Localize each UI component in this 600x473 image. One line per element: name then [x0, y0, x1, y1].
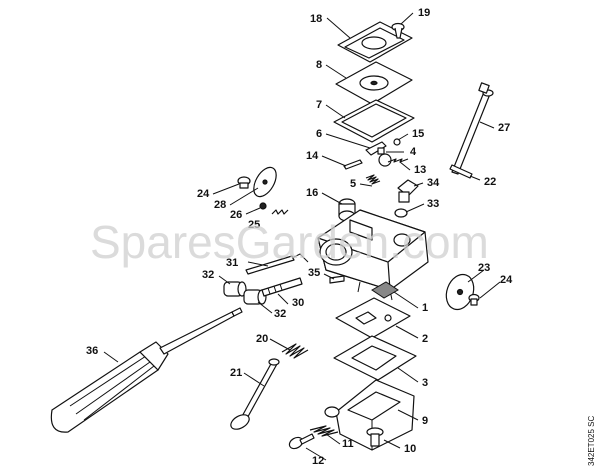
part-spring-25 — [271, 209, 289, 215]
part-screw-24b — [468, 293, 480, 306]
callout-12: 12 — [312, 455, 324, 467]
callout-9: 9 — [422, 415, 428, 427]
drawing-code: 342ET025 SC — [587, 416, 596, 466]
callout-14: 14 — [306, 150, 319, 162]
part-cover-23 — [445, 273, 475, 311]
part-screwdriver-36 — [50, 307, 243, 433]
part-spring-11 — [309, 425, 339, 437]
part-spring-13 — [387, 158, 409, 163]
callout-10: 10 — [404, 443, 416, 455]
callout-16: 16 — [306, 187, 318, 199]
callout-8: 8 — [316, 59, 322, 71]
callout-2: 2 — [422, 333, 428, 345]
callout-4: 4 — [410, 146, 417, 158]
callout-1: 1 — [422, 302, 428, 314]
carburetor-body — [317, 209, 429, 301]
callout-34: 34 — [427, 177, 440, 189]
callout-3: 3 — [422, 377, 428, 389]
part-plate-28 — [253, 166, 277, 198]
part-pump-9 — [324, 379, 415, 451]
part-screen-1 — [371, 281, 399, 299]
callout-11: 11 — [342, 438, 354, 450]
part-washer-24a — [237, 176, 251, 189]
callout-23: 23 — [478, 262, 490, 274]
part-shaft-14 — [343, 159, 363, 170]
part-screw-12 — [288, 433, 315, 450]
callout-26: 26 — [230, 209, 242, 221]
part-fitting-34 — [397, 179, 419, 203]
part-pin-35 — [329, 275, 345, 284]
part-throttle-shaft-21 — [230, 358, 280, 430]
leader-lines — [103, 12, 501, 461]
callout-6: 6 — [316, 128, 322, 140]
part-screw-19 — [391, 22, 405, 39]
part-needle-30 — [261, 277, 303, 297]
part-shaft-27 — [451, 82, 494, 175]
part-gasket-2 — [335, 297, 411, 339]
callout-24b: 24 — [500, 274, 513, 286]
callout-28: 28 — [214, 199, 226, 211]
part-ball-26 — [259, 202, 267, 210]
part-lever-6 — [365, 141, 387, 156]
part-limiter-32a — [223, 281, 247, 297]
callout-15: 15 — [412, 128, 424, 140]
part-plate-3 — [333, 335, 417, 381]
callout-21: 21 — [230, 367, 242, 379]
watermark-text: SparesGarden.com — [90, 216, 489, 268]
parts-layer — [50, 21, 494, 451]
callout-5: 5 — [350, 178, 356, 190]
part-cover-18 — [337, 21, 413, 63]
callout-19: 19 — [418, 7, 430, 19]
callout-33: 33 — [427, 198, 439, 210]
callout-25: 25 — [248, 219, 260, 231]
callout-30: 30 — [292, 297, 304, 309]
callout-36: 36 — [86, 345, 98, 357]
part-screw-10 — [366, 427, 384, 447]
part-needle-4 — [377, 147, 385, 155]
callout-18: 18 — [310, 13, 322, 25]
callout-32a: 32 — [202, 269, 214, 281]
callout-35: 35 — [308, 267, 320, 279]
part-spring-20 — [281, 343, 309, 359]
callout-27: 27 — [498, 122, 510, 134]
callout-24a: 24 — [197, 188, 210, 200]
callout-20: 20 — [256, 333, 268, 345]
callout-31: 31 — [226, 257, 238, 269]
part-pin-15 — [378, 138, 401, 167]
callout-7: 7 — [316, 99, 322, 111]
part-gasket-7 — [333, 99, 415, 143]
part-screw-22 — [449, 164, 473, 179]
callout-32b: 32 — [274, 308, 286, 320]
part-ring-33 — [394, 208, 408, 218]
part-spring-5 — [365, 174, 381, 185]
part-diaphragm-8 — [335, 61, 413, 105]
callout-13: 13 — [414, 164, 426, 176]
callout-22: 22 — [484, 176, 496, 188]
part-needle-31 — [245, 253, 309, 275]
callout-labels: 18 19 8 7 6 15 4 14 13 5 34 16 33 27 22 … — [86, 7, 513, 467]
part-limiter-32b — [243, 289, 267, 305]
